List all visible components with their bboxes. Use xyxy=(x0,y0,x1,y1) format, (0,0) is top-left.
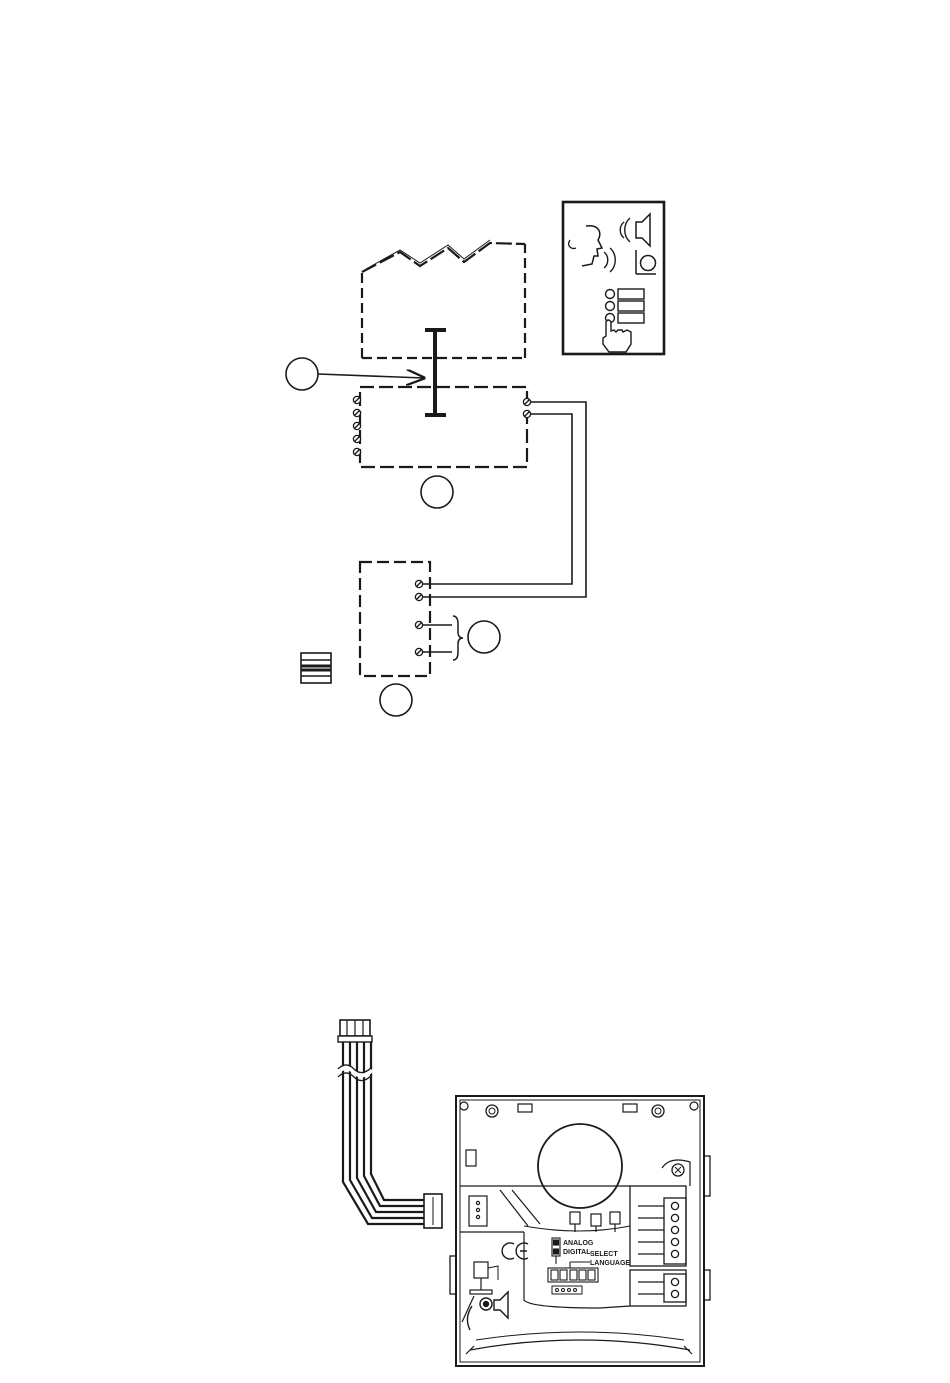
module-drawing: ANALOG DIGITAL SELECT LANGUAGE xyxy=(338,1020,710,1366)
speaker-microphone-symbol xyxy=(462,1292,508,1330)
terminal-screws-right xyxy=(523,398,530,417)
handset-switch xyxy=(470,1262,498,1294)
mode-switch xyxy=(552,1238,560,1264)
label-language: LANGUAGE xyxy=(590,1260,630,1267)
separator-bar xyxy=(425,330,446,415)
callout-bubble-power xyxy=(380,684,412,716)
terminal-block-main xyxy=(630,1186,686,1266)
callout-bubble-supply xyxy=(468,621,500,653)
terminal-block-aux xyxy=(630,1270,686,1306)
terminal-screws-lower xyxy=(415,580,422,655)
terminal-module-box xyxy=(360,387,527,467)
wiring-diagram xyxy=(286,202,664,716)
ribbon-cable xyxy=(338,1020,442,1228)
callout-bubble-left xyxy=(286,358,424,390)
board-components xyxy=(466,1150,690,1232)
callout-bubble-module xyxy=(421,476,453,508)
label-analog: ANALOG xyxy=(563,1240,594,1247)
label-digital: DIGITAL xyxy=(563,1249,591,1256)
label-select: SELECT xyxy=(590,1251,618,1258)
component-symbol xyxy=(301,653,331,683)
panel-top-box xyxy=(362,240,525,358)
power-module-box xyxy=(360,562,430,676)
intercom-function-icon xyxy=(563,202,664,354)
speaker-grille xyxy=(538,1124,622,1208)
